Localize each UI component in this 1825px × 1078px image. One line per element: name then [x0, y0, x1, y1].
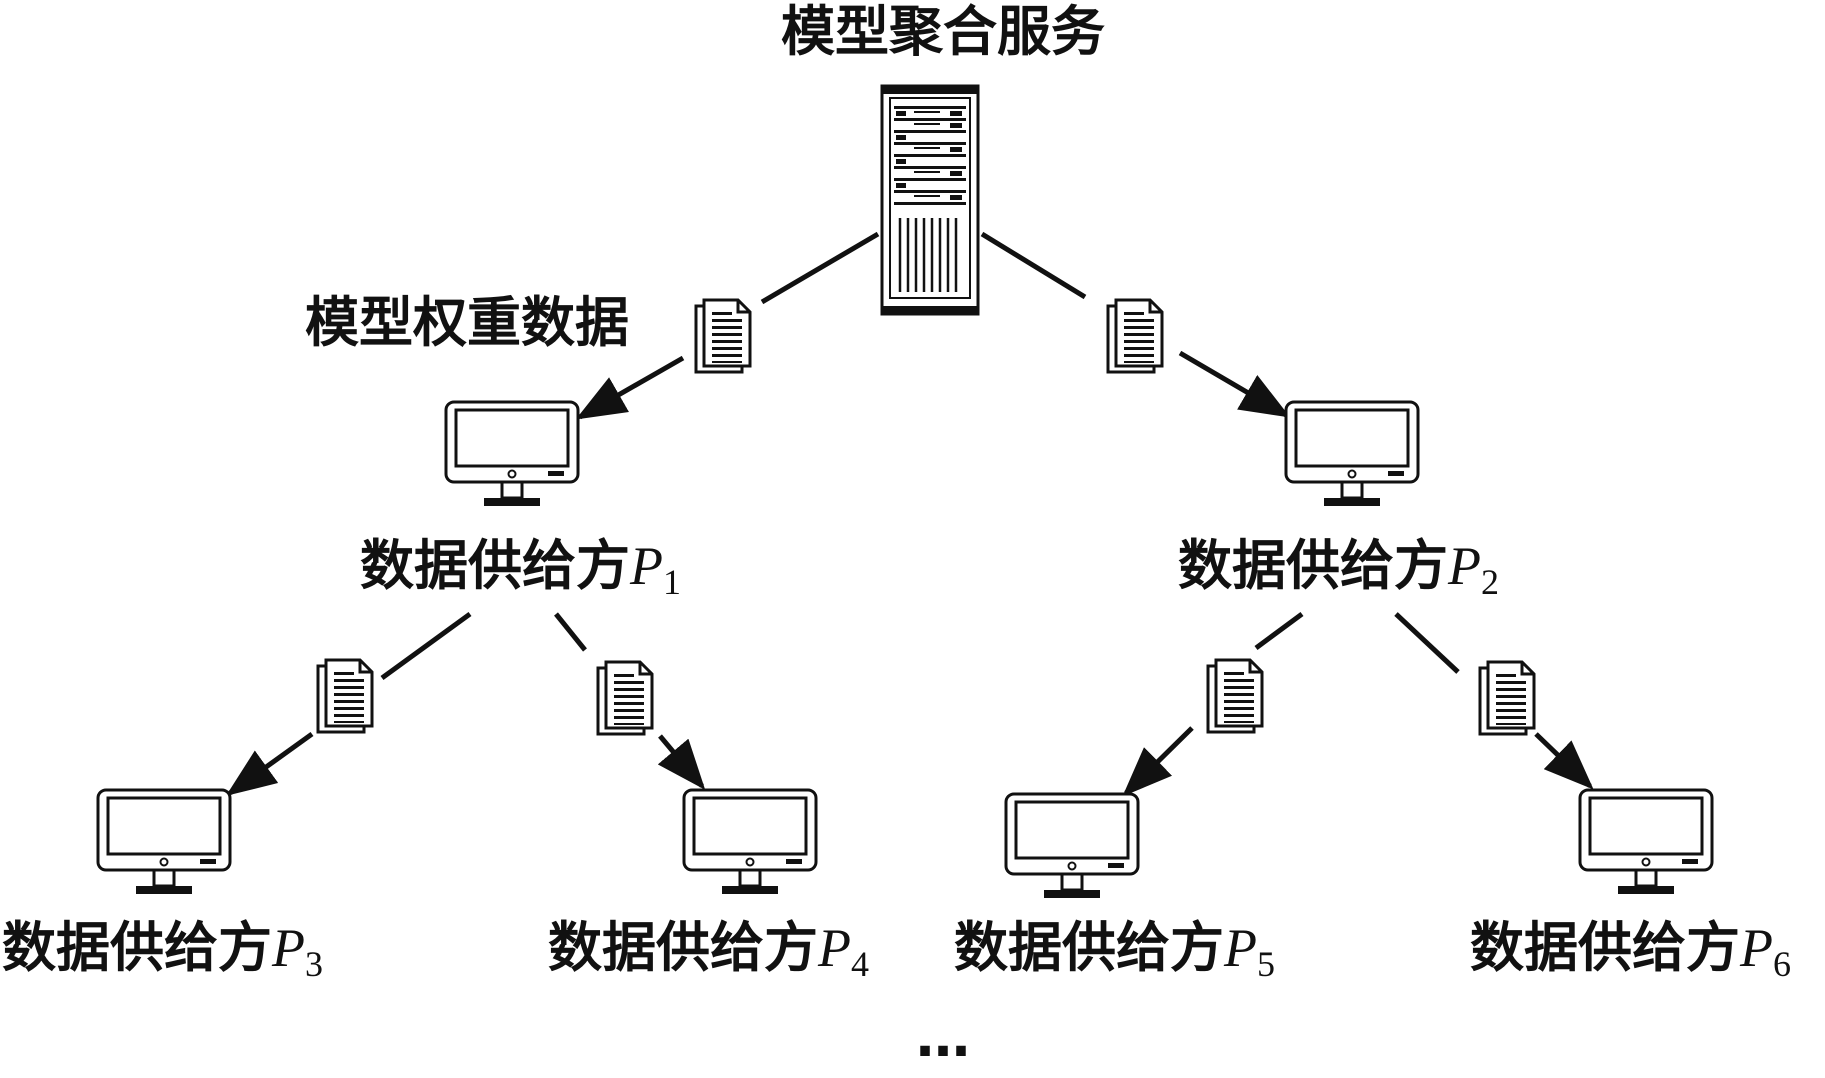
edge-server-p1 [575, 231, 880, 420]
monitor-icon [1004, 792, 1140, 900]
document-icon [1478, 660, 1536, 736]
monitor-icon [96, 788, 232, 896]
document-icon [1206, 658, 1264, 734]
node-label-p6: 数据供给方P6 [1470, 916, 1791, 984]
node-label-p3: 数据供给方P3 [2, 916, 323, 984]
document-icon [316, 658, 374, 734]
edge-p1-p4 [554, 612, 706, 790]
edge-label: 模型权重数据 [305, 291, 629, 354]
node-label-p4: 数据供给方P4 [548, 916, 869, 984]
document-icon [694, 298, 752, 374]
edge-p1-p3 [225, 611, 472, 796]
node-label-p5: 数据供给方P5 [954, 916, 1275, 984]
edge-server-p2 [980, 231, 1291, 418]
diagram-title: 模型聚合服务 [781, 0, 1105, 63]
monitor-icon [444, 400, 580, 508]
monitor-icon [1284, 400, 1420, 508]
monitor-icon [1578, 788, 1714, 896]
node-label-p2: 数据供给方P2 [1178, 534, 1499, 602]
document-icon [596, 660, 654, 736]
node-label-p1: 数据供给方P1 [360, 534, 681, 602]
edge-p2-p6 [1394, 612, 1594, 790]
monitor-icon [682, 788, 818, 896]
ellipsis: … [916, 1006, 970, 1069]
edge-p2-p5 [1122, 611, 1304, 797]
document-icon [1106, 298, 1164, 374]
server-icon [880, 84, 980, 316]
